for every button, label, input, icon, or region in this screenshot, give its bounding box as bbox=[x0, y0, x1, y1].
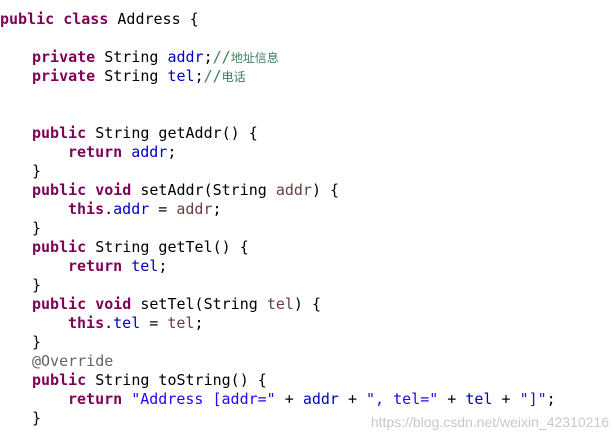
parameter-name: addr bbox=[275, 181, 312, 199]
parameter-name: tel bbox=[266, 295, 294, 313]
string-literal: ", tel=" bbox=[366, 390, 439, 408]
semicolon: ; bbox=[194, 314, 204, 332]
semicolon: ; bbox=[546, 390, 556, 408]
semicolon: ; bbox=[167, 143, 177, 161]
semicolon: ; bbox=[194, 67, 204, 85]
keyword: private bbox=[32, 67, 96, 85]
operator: + bbox=[338, 390, 367, 408]
code-line: } bbox=[0, 219, 556, 238]
keyword: return bbox=[68, 390, 123, 408]
dot: . bbox=[104, 200, 114, 218]
code-line: @Override bbox=[0, 352, 556, 371]
field-name: addr bbox=[113, 200, 150, 218]
parameter-name: tel bbox=[167, 314, 195, 332]
code-body: public class Address { private String ad… bbox=[0, 10, 556, 428]
comment: //电话 bbox=[204, 67, 246, 85]
closing-brace: } bbox=[32, 333, 42, 351]
semicolon: ; bbox=[212, 200, 222, 218]
assign-operator: = bbox=[140, 314, 168, 332]
closing-brace: } bbox=[32, 276, 42, 294]
signature-end: ) { bbox=[311, 181, 340, 199]
code-line: public String toString() { bbox=[0, 371, 556, 390]
comment-prefix: // bbox=[212, 48, 231, 66]
code-line: private String tel;//电话 bbox=[0, 67, 556, 86]
code-line: public String getAddr() { bbox=[0, 124, 556, 143]
blank-line bbox=[0, 29, 556, 48]
dot: . bbox=[104, 314, 114, 332]
operator: + bbox=[275, 390, 303, 408]
field-name: addr bbox=[131, 143, 168, 161]
type-text: String bbox=[95, 67, 168, 85]
method-signature: setTel(String bbox=[131, 295, 267, 313]
keyword: public bbox=[32, 124, 87, 142]
method-signature: String getAddr() { bbox=[86, 124, 258, 142]
keyword: this bbox=[68, 314, 105, 332]
code-line: this.tel = tel; bbox=[0, 314, 556, 333]
closing-brace: } bbox=[32, 409, 42, 427]
method-signature: setAddr(String bbox=[131, 181, 276, 199]
code-line: public void setAddr(String addr) { bbox=[0, 181, 556, 200]
keyword: this bbox=[68, 200, 105, 218]
keyword: public void bbox=[32, 295, 132, 313]
code-line: public class Address { bbox=[0, 10, 556, 29]
code-line: public void setTel(String tel) { bbox=[0, 295, 556, 314]
code-line: } bbox=[0, 162, 556, 181]
semicolon: ; bbox=[158, 257, 168, 275]
closing-brace: } bbox=[32, 162, 42, 180]
operator: + bbox=[492, 390, 520, 408]
comment-text: 地址信息 bbox=[230, 51, 279, 65]
blank-line bbox=[0, 105, 556, 124]
keyword: return bbox=[68, 143, 123, 161]
code-line: private String addr;//地址信息 bbox=[0, 48, 556, 67]
method-signature: String toString() { bbox=[86, 371, 267, 389]
watermark-url: https://blog.csdn.net/weixin_42310216 bbox=[370, 414, 609, 430]
field-name: addr bbox=[302, 390, 339, 408]
string-literal: "Address [addr=" bbox=[131, 390, 276, 408]
field-name: tel bbox=[131, 257, 159, 275]
closing-brace: } bbox=[32, 219, 42, 237]
keyword: return bbox=[68, 257, 123, 275]
class-name: Address { bbox=[108, 10, 199, 28]
keyword: public bbox=[32, 238, 87, 256]
code-line: return addr; bbox=[0, 143, 556, 162]
field-name: tel bbox=[113, 314, 141, 332]
comment-text: 电话 bbox=[221, 70, 246, 84]
code-line: } bbox=[0, 333, 556, 352]
operator: + bbox=[438, 390, 466, 408]
string-literal: "]" bbox=[519, 390, 547, 408]
code-line: public String getTel() { bbox=[0, 238, 556, 257]
field-name: tel bbox=[465, 390, 493, 408]
field-name: addr bbox=[167, 48, 204, 66]
keyword: public void bbox=[32, 181, 132, 199]
code-line: this.addr = addr; bbox=[0, 200, 556, 219]
assign-operator: = bbox=[149, 200, 177, 218]
parameter-name: addr bbox=[176, 200, 213, 218]
field-name: tel bbox=[167, 67, 195, 85]
keyword: public class bbox=[0, 10, 109, 28]
keyword: public bbox=[32, 371, 87, 389]
blank-line bbox=[0, 86, 556, 105]
method-signature: String getTel() { bbox=[86, 238, 249, 256]
comment: //地址信息 bbox=[213, 48, 279, 66]
code-line: return "Address [addr=" + addr + ", tel=… bbox=[0, 390, 556, 409]
comment-prefix: // bbox=[203, 67, 222, 85]
code-line: return tel; bbox=[0, 257, 556, 276]
code-line: } bbox=[0, 409, 556, 428]
keyword: private bbox=[32, 48, 96, 66]
semicolon: ; bbox=[203, 48, 213, 66]
signature-end: ) { bbox=[293, 295, 321, 313]
type-text: String bbox=[95, 48, 168, 66]
annotation: @Override bbox=[32, 352, 114, 370]
code-line: } bbox=[0, 276, 556, 295]
